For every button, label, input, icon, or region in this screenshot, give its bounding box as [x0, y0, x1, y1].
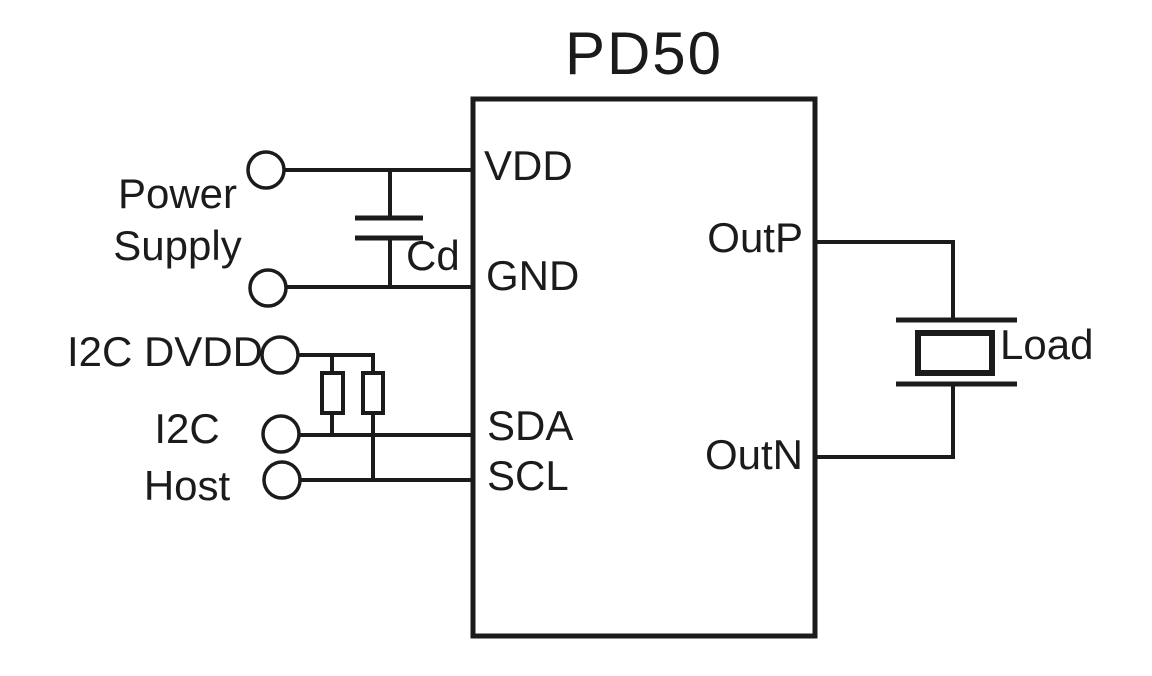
terminal-i2c-dvdd-icon: [260, 335, 300, 375]
power-supply-label-line2: Supply: [113, 222, 242, 269]
pin-label-outp: OutP: [707, 214, 803, 261]
pin-label-vdd: VDD: [484, 142, 573, 189]
pin-label-outn: OutN: [704, 431, 803, 478]
terminal-i2c-sda-icon: [261, 414, 301, 454]
load-transducer-icon: [915, 330, 995, 376]
chip-title: PD50: [564, 20, 724, 87]
capacitor-label: Cd: [406, 232, 460, 279]
chip-outline: [470, 96, 818, 639]
pullup-resistor-scl-icon: [361, 371, 385, 415]
pin-label-gnd: GND: [486, 252, 580, 299]
terminal-power-negative-icon: [248, 268, 288, 308]
load-label: Load: [1000, 321, 1094, 368]
power-supply-label-line1: Power: [117, 170, 238, 217]
pullup-resistor-sda-icon: [320, 371, 345, 415]
i2c-dvdd-label: I2C DVDD: [66, 328, 263, 375]
i2c-label: I2C: [154, 405, 220, 452]
terminal-power-positive-icon: [246, 150, 286, 190]
pin-label-scl: SCL: [487, 452, 569, 499]
host-label: Host: [143, 462, 231, 509]
pin-label-sda: SDA: [487, 402, 574, 449]
terminal-i2c-scl-icon: [262, 460, 302, 500]
